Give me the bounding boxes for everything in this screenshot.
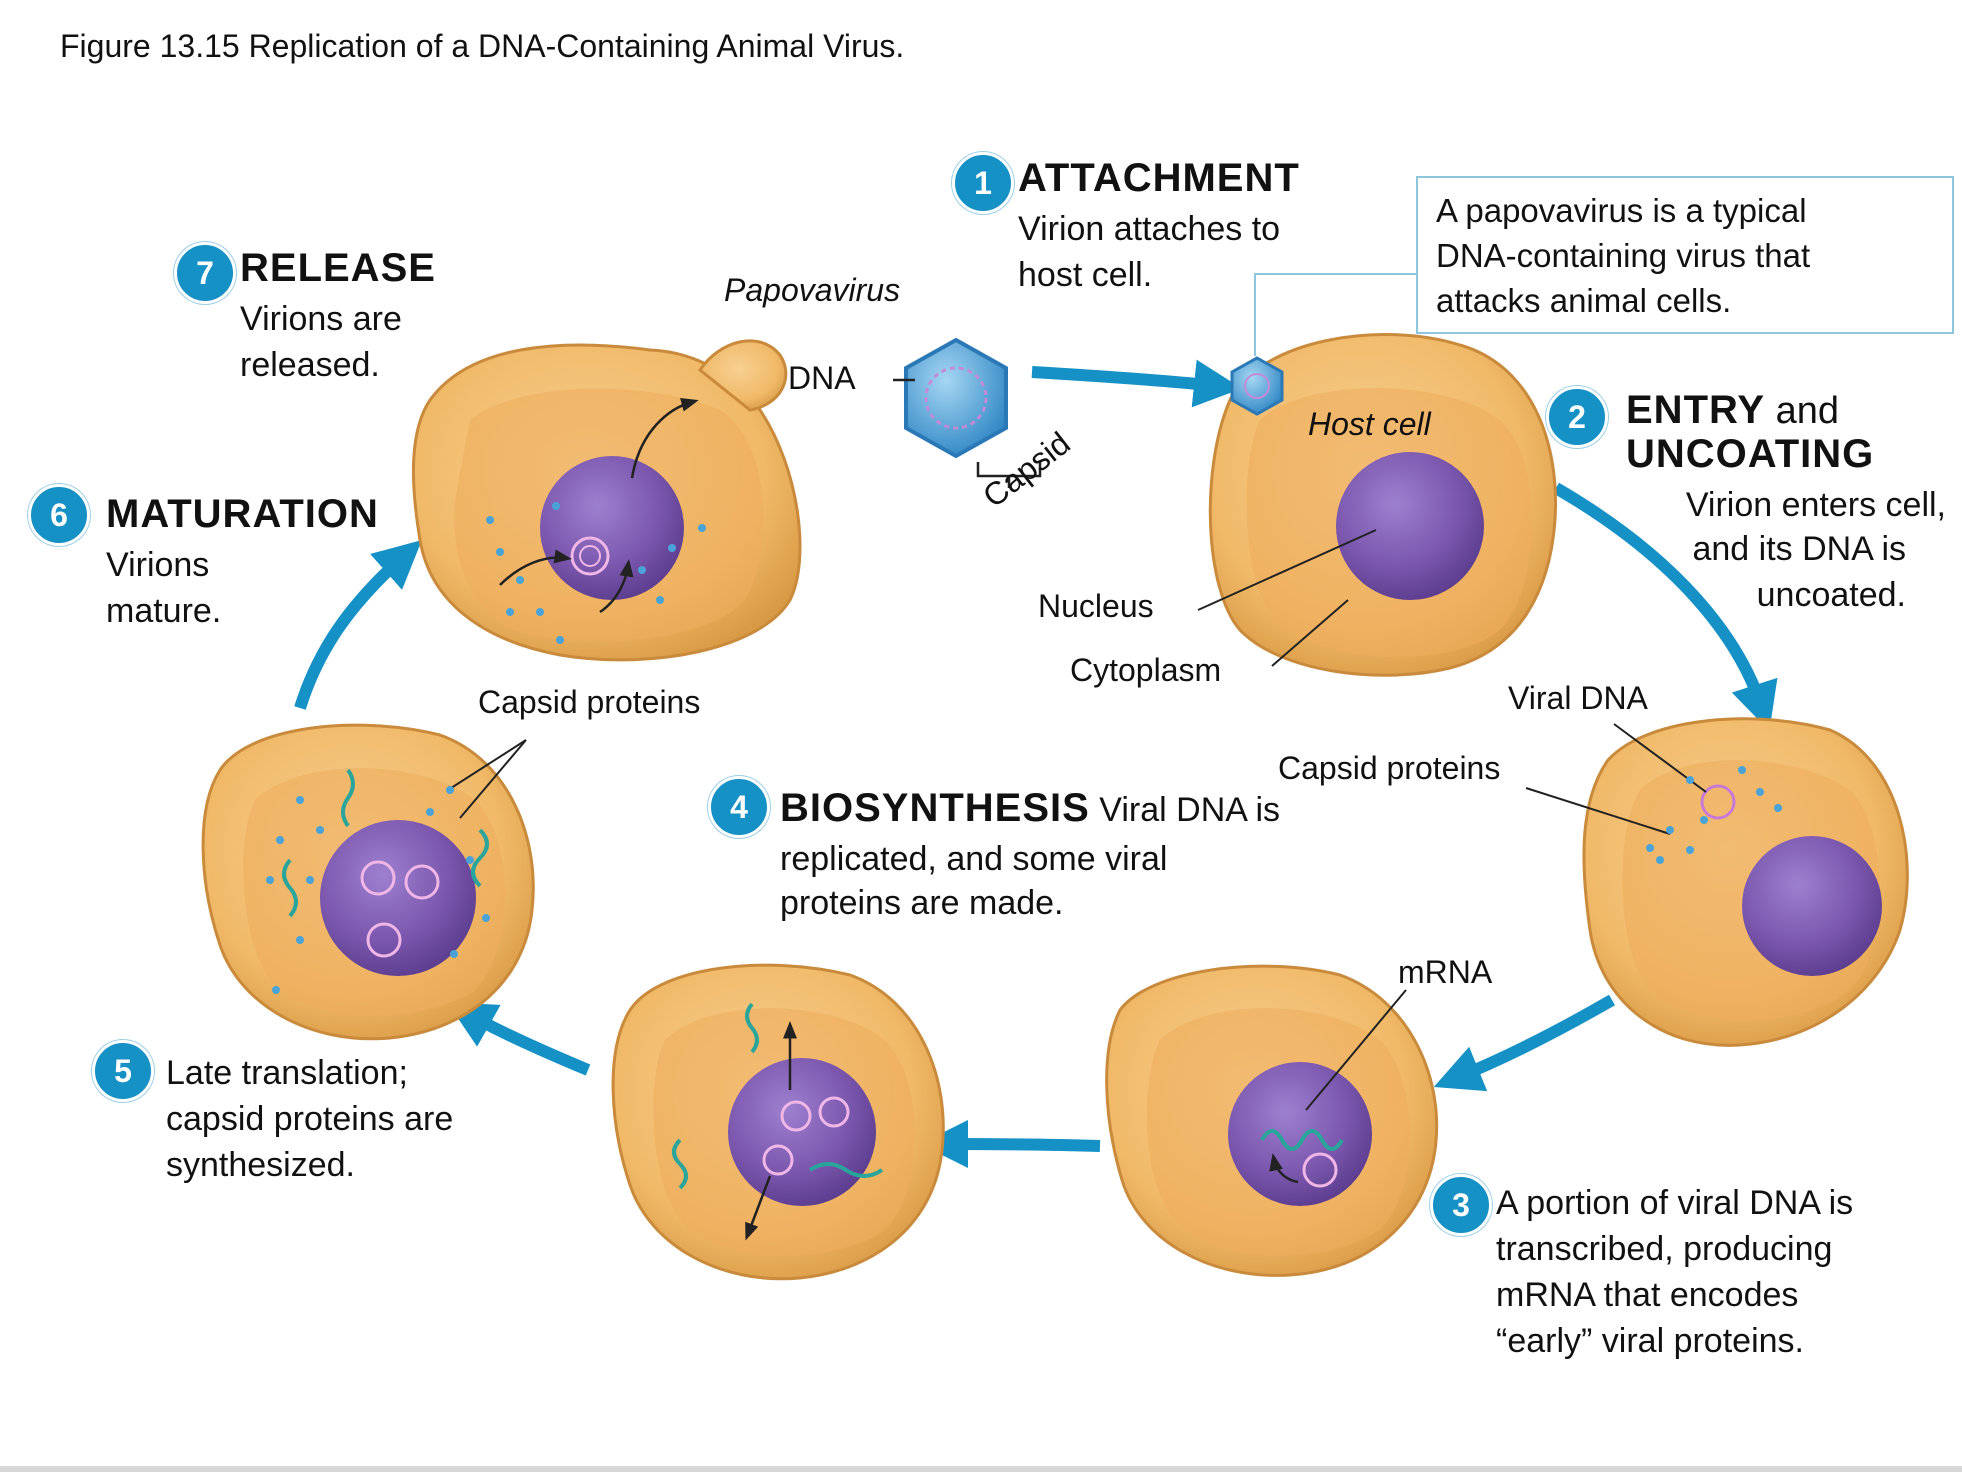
- capsid-protein-dot: [556, 636, 564, 644]
- label-capsid-proteins-right: Capsid proteins: [1278, 750, 1501, 786]
- figure-title: Figure 13.15 Replication of a DNA-Contai…: [60, 28, 905, 64]
- step-6-badge: 6: [28, 484, 90, 546]
- step-6-line-1: Virions: [106, 546, 210, 584]
- cell-release: [411, 339, 802, 662]
- step-5-line-3: synthesized.: [166, 1146, 355, 1184]
- step-1-heading: ATTACHMENT: [1018, 156, 1300, 200]
- step-3-line-3: mRNA that encodes: [1496, 1276, 1799, 1314]
- step-4-line-1: replicated, and some viral: [780, 840, 1168, 878]
- capsid-protein-dot: [1666, 826, 1674, 834]
- step-4-heading-line: BIOSYNTHESIS Viral DNA is: [780, 786, 1280, 831]
- capsid-protein-dot: [306, 876, 314, 884]
- capsid-protein-dot: [426, 808, 434, 816]
- info-box-line-2: DNA-containing virus that: [1436, 237, 1811, 274]
- cell-transcription: [1105, 964, 1439, 1277]
- label-nucleus: Nucleus: [1038, 588, 1154, 624]
- capsid-protein-dot: [536, 608, 544, 616]
- arrow-3-to-4: [1433, 994, 1615, 1092]
- step-4-line-2: proteins are made.: [780, 884, 1064, 922]
- info-box: A papovavirus is a typical DNA-containin…: [1416, 176, 1954, 334]
- capsid-protein-dot: [1774, 804, 1782, 812]
- capsid-protein-dot: [450, 950, 458, 958]
- capsid-protein-dot: [516, 576, 524, 584]
- step-5-line-2: capsid proteins are: [166, 1100, 454, 1138]
- step-2-heading-suffix: and: [1765, 390, 1840, 432]
- capsid-protein-dot: [506, 608, 514, 616]
- label-papovavirus: Papovavirus: [724, 272, 901, 308]
- cell-uncoating: [1525, 717, 1909, 1047]
- label-cytoplasm: Cytoplasm: [1070, 652, 1222, 688]
- capsid-protein-dots: [266, 502, 1782, 994]
- capsid-protein-dot: [1756, 788, 1764, 796]
- step-4-heading: BIOSYNTHESIS: [780, 786, 1090, 830]
- capsid-protein-dot: [316, 826, 324, 834]
- step-5-badge: 5: [92, 1040, 154, 1102]
- capsid-protein-dot: [1686, 776, 1694, 784]
- step-1-line-2: host cell.: [1018, 256, 1153, 294]
- step-2-heading: ENTRY: [1626, 388, 1766, 432]
- capsid-protein-dot: [668, 544, 676, 552]
- arrow-1-to-attach: [1031, 359, 1242, 408]
- step-7-line-2: released.: [240, 346, 380, 384]
- step-3-line-4: “early” viral proteins.: [1496, 1322, 1804, 1360]
- step-3-line-2: transcribed, producing: [1496, 1230, 1833, 1268]
- cycle-arrows: [294, 359, 1778, 1169]
- info-box-line-1: A papovavirus is a typical: [1436, 192, 1807, 229]
- arrow-6-to-7: [294, 540, 422, 710]
- arrow-2-to-3: [1552, 482, 1778, 731]
- step-2-heading-2: UNCOATING: [1626, 432, 1875, 476]
- arrow-4-to-5: [920, 1120, 1101, 1169]
- capsid-protein-dot: [1700, 816, 1708, 824]
- label-dna: DNA: [788, 360, 856, 396]
- capsid-protein-dot: [296, 936, 304, 944]
- label-host-cell: Host cell: [1308, 406, 1431, 442]
- cell-host: [1197, 273, 1558, 677]
- capsid-protein-dot: [446, 786, 454, 794]
- label-mrna: mRNA: [1398, 954, 1493, 990]
- step-6-heading: MATURATION: [106, 492, 379, 536]
- free-virion: [893, 337, 1042, 488]
- capsid-protein-dot: [656, 596, 664, 604]
- step-2-line-2: and its DNA is: [1692, 530, 1906, 568]
- step-3-line-1: A portion of viral DNA is: [1496, 1184, 1854, 1222]
- capsid-protein-dot: [266, 876, 274, 884]
- capsid-protein-dot: [1656, 856, 1664, 864]
- info-box-line-3: attacks animal cells.: [1436, 282, 1732, 319]
- capsid-protein-dot: [698, 524, 706, 532]
- capsid-protein-dot: [552, 502, 560, 510]
- capsid-protein-dot: [296, 796, 304, 804]
- label-viral-dna: Viral DNA: [1508, 680, 1648, 716]
- step-2-line-3: uncoated.: [1756, 576, 1906, 614]
- step-3-badge: 3: [1430, 1174, 1492, 1236]
- capsid-protein-dot: [482, 914, 490, 922]
- cell-biosynthesis: [611, 963, 945, 1281]
- step-1-line-1: Virion attaches to: [1018, 210, 1281, 248]
- arrow-5-to-6: [447, 1002, 591, 1076]
- capsid-protein-dot: [1686, 846, 1694, 854]
- step-7-heading: RELEASE: [240, 246, 436, 290]
- step-1-badge: 1: [952, 152, 1014, 214]
- step-6-line-2: mature.: [106, 592, 222, 630]
- capsid-protein-dot: [496, 548, 504, 556]
- step-4-badge: 4: [708, 776, 770, 838]
- step-7-badge: 7: [174, 242, 236, 304]
- step-5-line-1: Late translation;: [166, 1054, 408, 1092]
- step-2-heading-line: ENTRY and: [1626, 388, 1839, 433]
- bottom-divider: [0, 1466, 1962, 1472]
- capsid-protein-dot: [1646, 844, 1654, 852]
- capsid-protein-dot: [272, 986, 280, 994]
- capsid-protein-dot: [486, 516, 494, 524]
- step-2-badge: 2: [1546, 386, 1608, 448]
- capsid-protein-dot: [1738, 766, 1746, 774]
- cell-late-translation: [201, 723, 535, 1041]
- step-7-line-1: Virions are: [240, 300, 402, 338]
- label-capsid-proteins-left: Capsid proteins: [478, 684, 701, 720]
- capsid-protein-dot: [466, 856, 474, 864]
- capsid-protein-dot: [276, 836, 284, 844]
- step-2-line-1: Virion enters cell,: [1685, 486, 1946, 524]
- capsid-protein-dot: [638, 566, 646, 574]
- step-4-heading-suffix: Viral DNA is: [1089, 791, 1281, 829]
